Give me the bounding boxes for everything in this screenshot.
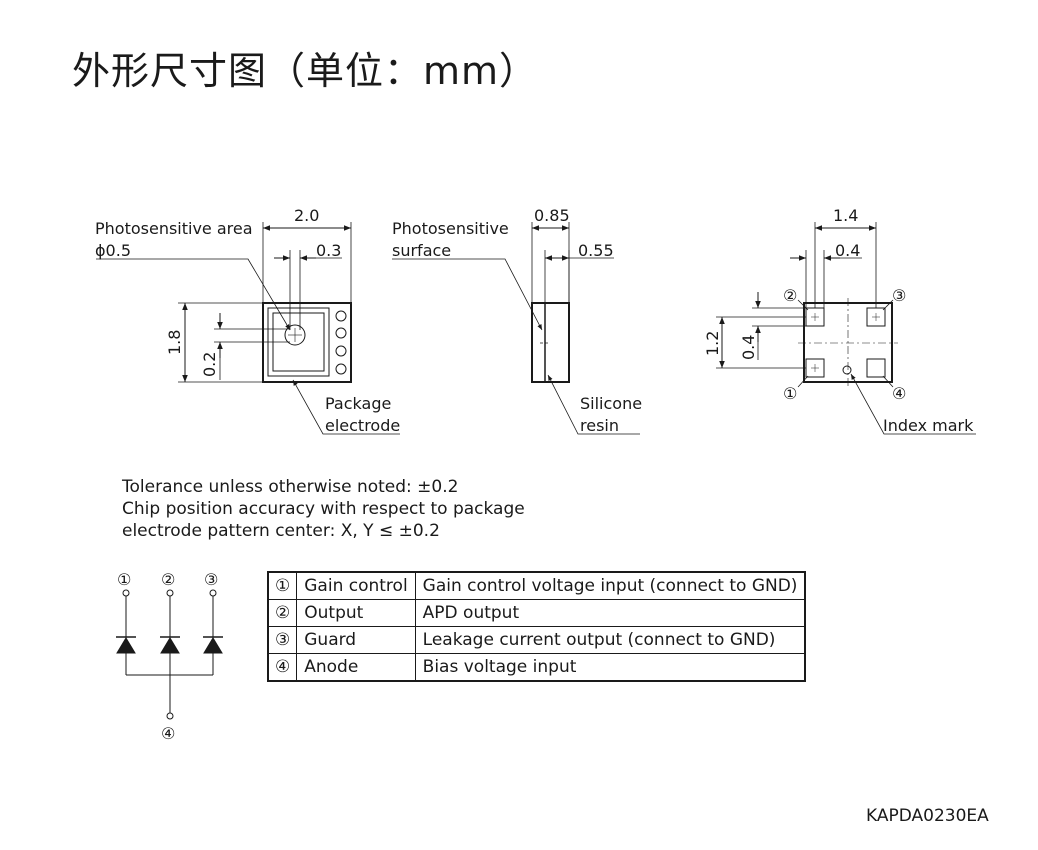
pin-number: ② [267, 599, 298, 627]
diode-1 [116, 637, 136, 654]
silicone-resin-label-1: Silicone [580, 394, 642, 413]
diode-2 [160, 637, 180, 654]
pin-description: Bias voltage input [414, 653, 806, 682]
side-view [392, 222, 640, 435]
front-width-dimension: 2.0 [294, 206, 319, 225]
pin-name: Gain control [296, 571, 416, 600]
pin-table: ① Gain control Gain control voltage inpu… [267, 571, 807, 682]
silicone-resin-label-2: resin [580, 416, 619, 435]
pin-description: Leakage current output (connect to GND) [414, 626, 806, 654]
pin-name: Guard [296, 626, 416, 654]
schematic-terminal-3 [209, 589, 217, 597]
schematic-pin3-label: ③ [204, 570, 218, 589]
front-view [96, 222, 400, 435]
index-mark-label: Index mark [883, 416, 974, 435]
schematic-terminal-4 [166, 712, 174, 720]
table-row: ③ Guard Leakage current output (connect … [267, 626, 806, 654]
photosensitive-area-diameter: ϕ0.5 [95, 241, 131, 260]
drawing-code: KAPDA0230EA [866, 806, 989, 826]
schematic-pin2-label: ② [161, 570, 175, 589]
front-package-outline [262, 302, 352, 383]
pin-number: ④ [267, 653, 298, 682]
side-thickness-dimension: 0.85 [534, 206, 570, 225]
table-row: ① Gain control Gain control voltage inpu… [267, 571, 806, 600]
schematic-pin1-label: ① [117, 570, 131, 589]
photosensitive-area-label: Photosensitive area [95, 219, 253, 238]
package-electrode-label-2: electrode [325, 416, 400, 435]
diode-3 [203, 637, 223, 654]
note-line: Chip position accuracy with respect to p… [122, 499, 525, 519]
tolerance-notes: Tolerance unless otherwise noted: ±0.2 C… [122, 476, 525, 542]
package-electrode [335, 363, 347, 375]
schematic-terminal-2 [166, 589, 174, 597]
package-electrode [335, 345, 347, 357]
note-line: Tolerance unless otherwise noted: ±0.2 [122, 477, 459, 497]
pin-number: ③ [267, 626, 298, 654]
index-mark [842, 365, 852, 375]
pin-number: ① [267, 571, 298, 600]
note-line: electrode pattern center: X, Y ≤ ±0.2 [122, 521, 440, 541]
pin-description: APD output [414, 599, 806, 627]
schematic-pin4-label: ④ [161, 724, 175, 743]
schematic-terminal-1 [122, 589, 130, 597]
bottom-pin4-label: ④ [892, 384, 906, 403]
table-row: ④ Anode Bias voltage input [267, 653, 806, 682]
package-electrode-label-1: Package [325, 394, 391, 413]
pin-description: Gain control voltage input (connect to G… [414, 571, 806, 600]
photosensitive-area [284, 324, 306, 346]
pin-schematic [116, 589, 223, 720]
side-package-outline [531, 302, 570, 383]
front-height-dimension: 1.8 [165, 330, 184, 355]
pin-name: Output [296, 599, 416, 627]
pad-4 [866, 358, 886, 378]
page-title: 外形尺寸图（单位：mm） [72, 49, 539, 93]
table-row: ② Output APD output [267, 599, 806, 627]
bottom-pad-dimension: 0.4 [835, 241, 860, 260]
bottom-vertical-pad-dimension: 0.4 [739, 335, 758, 360]
bottom-vertical-pitch-dimension: 1.2 [703, 331, 722, 356]
package-electrode [335, 327, 347, 339]
front-offset-dimension: 0.3 [316, 241, 341, 260]
bottom-view [716, 222, 976, 435]
pin-name: Anode [296, 653, 416, 682]
bottom-pin3-label: ③ [892, 286, 906, 305]
package-electrode [335, 310, 347, 322]
bottom-pitch-dimension: 1.4 [833, 206, 858, 225]
bottom-pin1-label: ① [783, 384, 797, 403]
photosensitive-surface-label-2: surface [392, 241, 451, 260]
bottom-pin2-label: ② [783, 286, 797, 305]
side-resin-dimension: 0.55 [578, 241, 614, 260]
photosensitive-surface-label-1: Photosensitive [392, 219, 509, 238]
front-vertical-offset-dimension: 0.2 [200, 352, 219, 377]
